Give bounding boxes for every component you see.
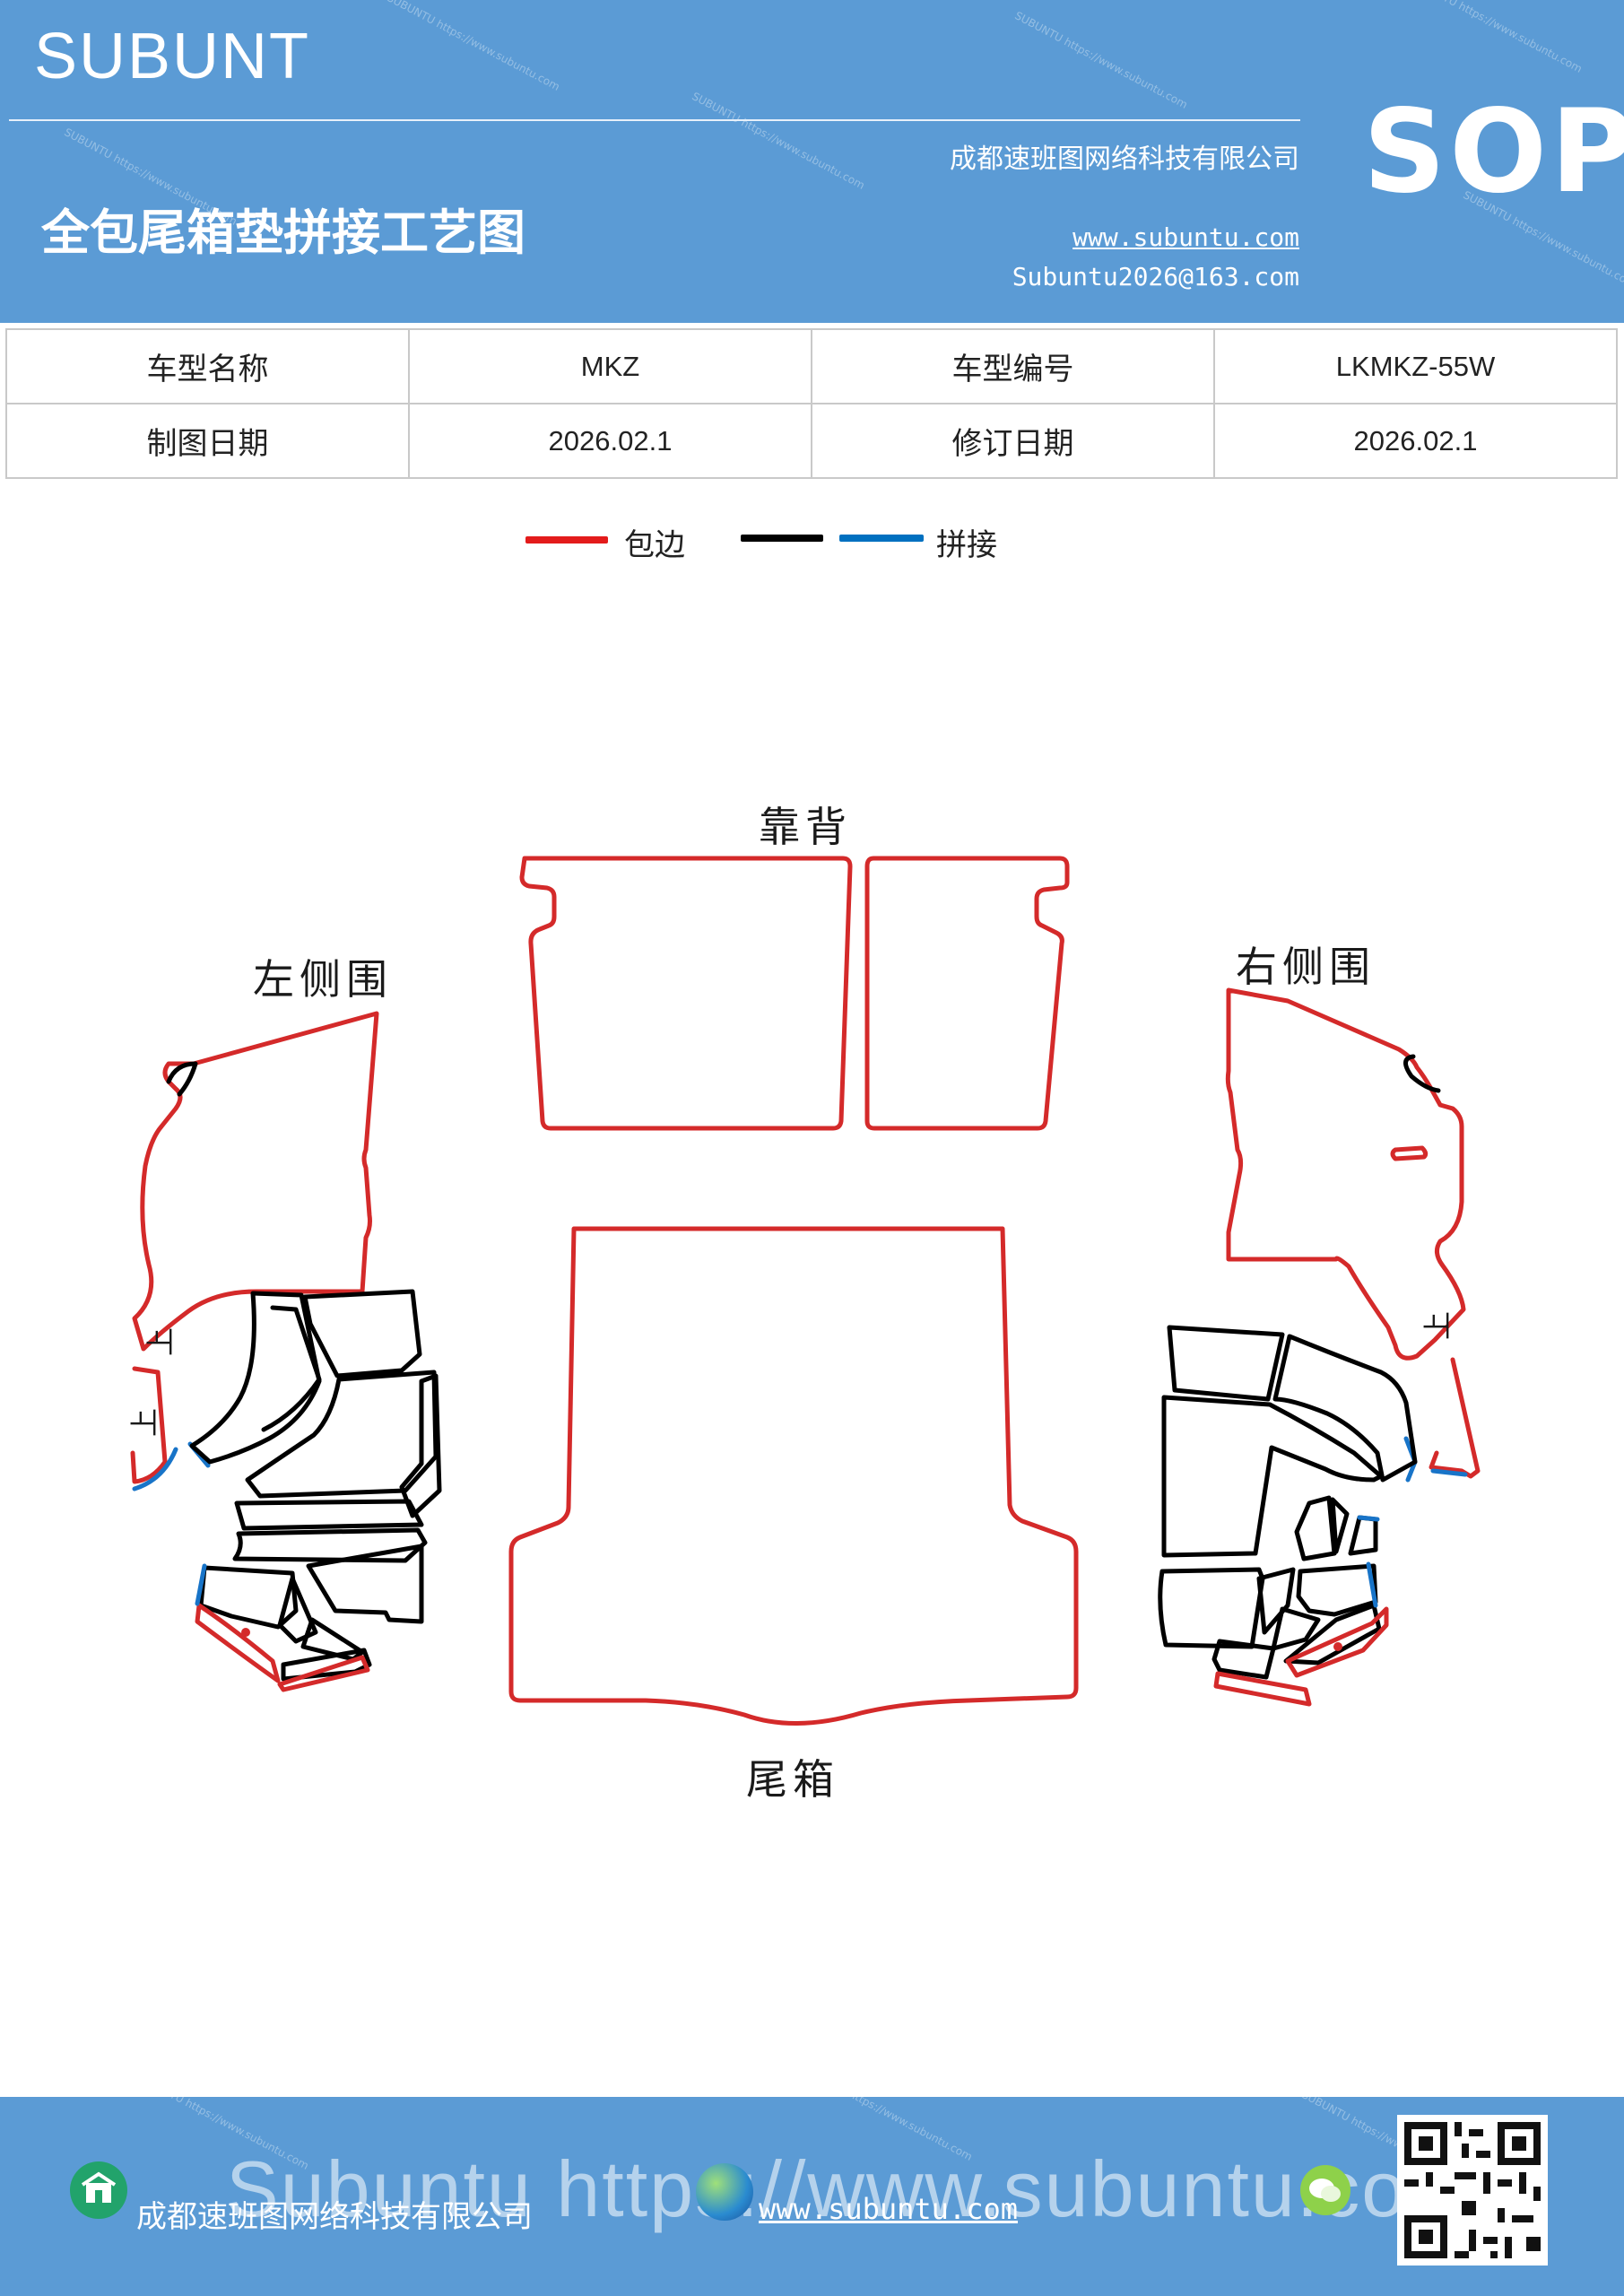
footer-banner-text: Subuntu https://www.subuntu.com bbox=[226, 2144, 1475, 2233]
header-banner: SUBUNTU https://www.subuntu.com SUBUNTU … bbox=[0, 0, 1624, 323]
label-right-side: 右侧围 bbox=[1236, 943, 1376, 991]
right-side-seam-pieces bbox=[1158, 1325, 1418, 1680]
legend-label-splice: 拼接 bbox=[936, 527, 997, 563]
table-cell: 车型名称 bbox=[5, 328, 410, 404]
marker-dot bbox=[241, 1628, 250, 1637]
vehicle-info-table: 车型名称 MKZ 车型编号 LKMKZ-55W 制图日期 2026.02.1 修… bbox=[5, 328, 1618, 479]
trunk-floor-piece bbox=[508, 1226, 1079, 1726]
website-link[interactable]: www.subuntu.com bbox=[1073, 222, 1299, 252]
table-cell: 2026.02.1 bbox=[408, 403, 812, 479]
header-divider bbox=[9, 119, 1300, 121]
left-side-lower-edge-2 bbox=[277, 1655, 370, 1692]
legend-swatch-seam bbox=[741, 535, 823, 542]
right-side-corner-strip bbox=[1429, 1357, 1481, 1479]
left-side-notch bbox=[166, 1061, 198, 1097]
right-side-splice-1 bbox=[1430, 1468, 1468, 1477]
right-side-slot bbox=[1390, 1145, 1429, 1161]
top-mark-label: 上 bbox=[127, 1408, 161, 1437]
left-side-upper-panel bbox=[132, 1011, 379, 1352]
table-cell: 修订日期 bbox=[811, 403, 1215, 479]
right-side-upper-panel bbox=[1225, 987, 1466, 1361]
left-side-splice-3 bbox=[195, 1563, 207, 1606]
qr-code-icon bbox=[1397, 2115, 1548, 2266]
table-cell: 2026.02.1 bbox=[1213, 403, 1618, 479]
globe-icon bbox=[696, 2163, 753, 2221]
label-left-side: 左侧围 bbox=[253, 955, 393, 1004]
legend-label-edge: 包边 bbox=[624, 527, 685, 563]
right-side-splice-4 bbox=[1357, 1515, 1380, 1522]
left-side-lower-edge-1 bbox=[195, 1603, 281, 1683]
building-icon bbox=[70, 2161, 127, 2219]
left-side-seam-pieces bbox=[189, 1289, 442, 1682]
legend: 包边 拼接 bbox=[0, 520, 1624, 574]
left-side-corner-strip bbox=[130, 1366, 168, 1484]
top-mark-label: 上 bbox=[1420, 1311, 1455, 1340]
footer-banner: SUBUNTU https://www.subuntu.com SUBUNTU … bbox=[0, 2097, 1624, 2296]
right-side-lower-edge-2 bbox=[1213, 1671, 1312, 1707]
wechat-icon bbox=[1300, 2165, 1350, 2215]
table-row: 制图日期 2026.02.1 修订日期 2026.02.1 bbox=[5, 403, 1618, 479]
backrest-right-piece bbox=[864, 856, 1070, 1131]
table-cell: 车型编号 bbox=[811, 328, 1215, 404]
table-row: 车型名称 MKZ 车型编号 LKMKZ-55W bbox=[5, 328, 1618, 404]
brand-name: SUBUNT bbox=[34, 21, 311, 92]
right-side-lower-edge-1 bbox=[1285, 1606, 1389, 1678]
legend-swatch-edge bbox=[525, 536, 608, 544]
footer-website-link[interactable]: www.subuntu.com bbox=[759, 2192, 1018, 2226]
marker-dot bbox=[1333, 1642, 1342, 1651]
table-cell: LKMKZ-55W bbox=[1213, 328, 1618, 404]
footer-company: 成都速班图网络科技有限公司 bbox=[136, 2199, 533, 2235]
company-name: 成都速班图网络科技有限公司 bbox=[950, 144, 1299, 175]
label-trunk: 尾箱 bbox=[746, 1755, 839, 1804]
page-title: 全包尾箱垫拼接工艺图 bbox=[41, 204, 525, 261]
email-address: Subuntu2026@163.com bbox=[1012, 262, 1299, 291]
right-side-splice-3 bbox=[1366, 1561, 1378, 1608]
sop-badge: SOP bbox=[1363, 85, 1624, 219]
left-side-splice-1 bbox=[132, 1447, 178, 1492]
table-cell: 制图日期 bbox=[5, 403, 410, 479]
table-cell: MKZ bbox=[408, 328, 812, 404]
top-mark-label: 上 bbox=[143, 1327, 178, 1356]
right-side-notch bbox=[1403, 1054, 1441, 1093]
label-backrest: 靠背 bbox=[759, 803, 852, 851]
backrest-left-piece bbox=[519, 856, 853, 1131]
legend-swatch-splice bbox=[839, 535, 924, 542]
